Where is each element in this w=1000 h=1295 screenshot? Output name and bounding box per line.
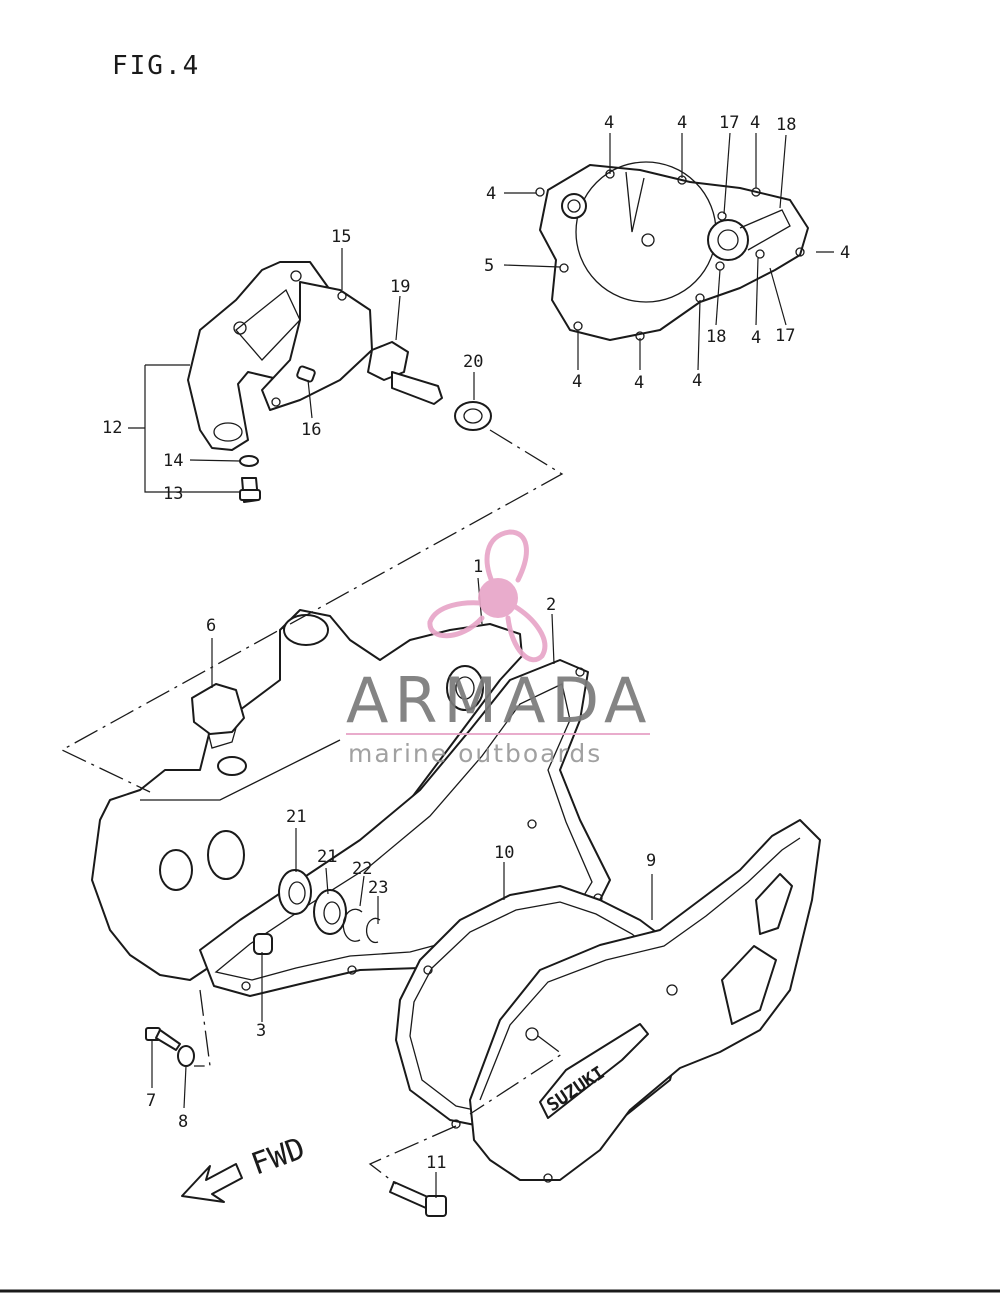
callout-4: 4	[634, 373, 644, 393]
callout-4: 4	[840, 243, 850, 263]
bolt-7	[145, 1027, 181, 1051]
callout-4: 4	[750, 113, 760, 133]
callout-15: 15	[331, 227, 351, 247]
callout-14: 14	[163, 451, 183, 471]
callout-4: 4	[677, 113, 687, 133]
callout-21: 21	[286, 807, 306, 827]
callout-20: 20	[463, 352, 483, 372]
callout-6: 6	[206, 616, 216, 636]
callout-3: 3	[256, 1021, 266, 1041]
callout-4: 4	[751, 328, 761, 348]
watermark: ARMADA marine outboards	[346, 529, 652, 768]
crankcase	[91, 609, 523, 981]
callout-18: 18	[776, 115, 796, 135]
callout-4: 4	[604, 113, 614, 133]
watermark-brand: ARMADA	[346, 664, 652, 737]
callout-22: 22	[352, 859, 372, 879]
callout-21: 21	[317, 847, 337, 867]
oil-filler-cap	[191, 683, 245, 749]
callout-17: 17	[719, 113, 739, 133]
clutch-cover-inner-view	[535, 161, 809, 341]
callout-13: 13	[163, 484, 183, 504]
watermark-tagline: marine outboards	[348, 739, 602, 768]
callout-18: 18	[706, 327, 726, 347]
callout-4: 4	[572, 372, 582, 392]
callout-5: 5	[484, 256, 494, 276]
callout-16: 16	[301, 420, 321, 440]
water-pump-assembly	[187, 261, 492, 503]
propeller-logo-icon	[427, 529, 548, 663]
leader-lines	[128, 132, 834, 1198]
callout-4: 4	[486, 184, 496, 204]
clutch-cover: SUZUKI	[469, 819, 821, 1183]
washer-8	[177, 1045, 195, 1067]
bearings-and-clips	[253, 869, 381, 955]
figure-title: FIG.4	[112, 51, 200, 81]
forward-arrow	[181, 1163, 243, 1203]
callout-8: 8	[178, 1112, 188, 1132]
callout-labels: 4 4 17 4 18 4 5 4 4 4 4 18 4 17 15 19 16…	[102, 113, 850, 1173]
callout-17: 17	[775, 326, 795, 346]
callout-23: 23	[368, 878, 388, 898]
callout-19: 19	[390, 277, 410, 297]
callout-10: 10	[494, 843, 514, 863]
bolt-11	[389, 1181, 447, 1217]
callout-12: 12	[102, 418, 122, 438]
callout-9: 9	[646, 851, 656, 871]
forward-label: FWD	[247, 1131, 310, 1182]
callout-4: 4	[692, 371, 702, 391]
callout-1: 1	[473, 557, 483, 577]
callout-7: 7	[146, 1091, 156, 1111]
assembly-lines	[60, 429, 564, 1185]
callout-11: 11	[426, 1153, 446, 1173]
propeller-hub	[478, 578, 518, 618]
callout-2: 2	[546, 595, 556, 615]
